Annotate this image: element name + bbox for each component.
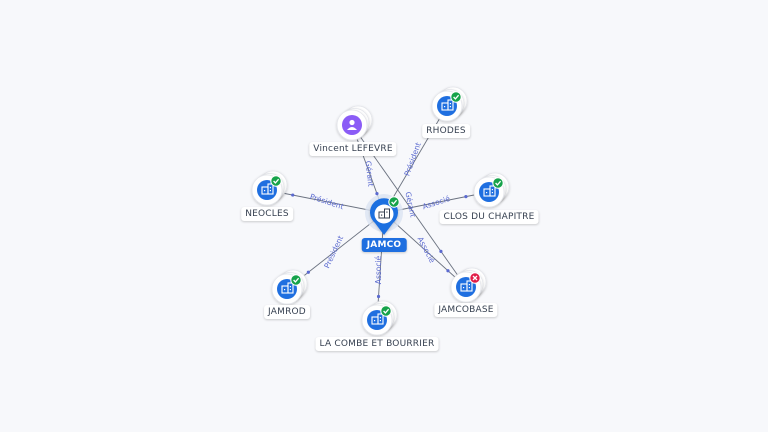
node-label-clos[interactable]: CLOS DU CHAPITRE (439, 210, 539, 224)
node-jamco[interactable] (365, 194, 403, 235)
node-label-jamco[interactable]: JAMCO (361, 238, 407, 252)
edge-center-rhodes (383, 105, 448, 214)
check-badge-icon (290, 274, 302, 286)
edge-center-neocles (266, 189, 385, 214)
edge-label: Président (402, 141, 422, 177)
node-clos[interactable] (473, 172, 510, 208)
building-icon (371, 313, 384, 325)
building-icon (441, 99, 454, 111)
check-badge-icon (380, 305, 392, 317)
building-icon (483, 185, 496, 197)
edge-arrow (375, 192, 379, 196)
node-label-lacombe[interactable]: LA COMBE ET BOURRIER (315, 337, 439, 351)
nodes-layer (251, 86, 510, 336)
building-icon (460, 280, 473, 292)
edge-label: Associé (421, 194, 451, 211)
edge-label: Président (322, 234, 345, 270)
node-jamcobase[interactable] (450, 267, 487, 303)
check-badge-icon (388, 196, 400, 208)
cross-badge-icon (469, 272, 481, 284)
building-icon (261, 183, 274, 195)
building-icon (378, 208, 390, 219)
edge-arrow (306, 270, 310, 274)
edge-arrow (376, 294, 381, 299)
building-icon (281, 282, 294, 294)
node-vincent[interactable] (336, 105, 373, 141)
edge-arrow (464, 195, 468, 199)
node-rhodes[interactable] (431, 86, 468, 122)
edge-label: Gérant (403, 191, 417, 218)
check-badge-icon (492, 177, 504, 189)
node-label-jamcobase[interactable]: JAMCOBASE (434, 303, 498, 317)
edge-arrow (291, 193, 295, 197)
edge-label: Associé (374, 255, 383, 284)
node-label-neocles[interactable]: NEOCLES (241, 207, 293, 221)
node-neocles[interactable] (251, 170, 288, 206)
check-badge-icon (450, 91, 462, 103)
edge-label: Associé (416, 235, 437, 265)
edge-label: Président (309, 192, 345, 211)
node-jamrod[interactable] (271, 269, 308, 305)
edge-arrow (439, 249, 443, 253)
person-icon (347, 119, 357, 130)
node-label-jamrod[interactable]: JAMROD (264, 305, 310, 319)
edge-label: Gérant (364, 160, 376, 187)
node-label-rhodes[interactable]: RHODES (422, 124, 470, 138)
edge-arrow (446, 269, 450, 273)
node-label-vincent[interactable]: Vincent LEFEVRE (309, 142, 397, 156)
check-badge-icon (270, 175, 282, 187)
node-lacombe[interactable] (361, 300, 398, 336)
